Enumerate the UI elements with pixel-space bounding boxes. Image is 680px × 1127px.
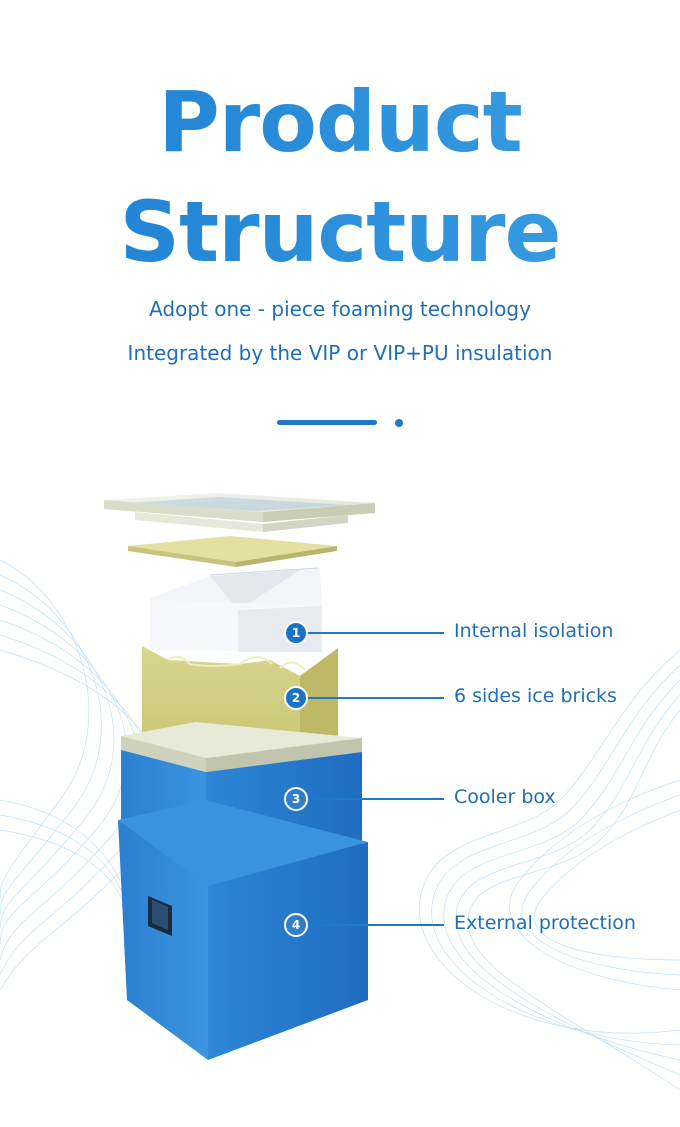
wave-decoration-right: [419, 649, 680, 1091]
callout-leader-line: [308, 798, 444, 800]
lid: [104, 493, 375, 532]
subtitle-line-1: Adopt one - piece foaming technology: [149, 297, 531, 321]
callout-label-1: Internal isolation: [454, 620, 614, 642]
callout-number-3: 3: [284, 787, 308, 811]
callout-label-4: External protection: [454, 912, 636, 934]
title-line-1: Product: [0, 80, 680, 164]
callout-number-2: 2: [284, 686, 308, 710]
external-protection-box: [118, 800, 368, 1060]
callout-leader-line: [308, 632, 444, 634]
callout-leader-line: [308, 924, 444, 926]
callout-label-2: 6 sides ice bricks: [454, 685, 617, 707]
vip-panel: [128, 536, 337, 567]
callout-label-3: Cooler box: [454, 786, 556, 808]
callout-number-4: 4: [284, 913, 308, 937]
title-line-2: Structure: [0, 190, 680, 274]
subtitle-line-2: Integrated by the VIP or VIP+PU insulati…: [127, 341, 553, 365]
divider-dot: [395, 419, 403, 427]
callout-number-1: 1: [284, 621, 308, 645]
divider-line: [277, 420, 377, 425]
callout-leader-line: [308, 697, 444, 699]
